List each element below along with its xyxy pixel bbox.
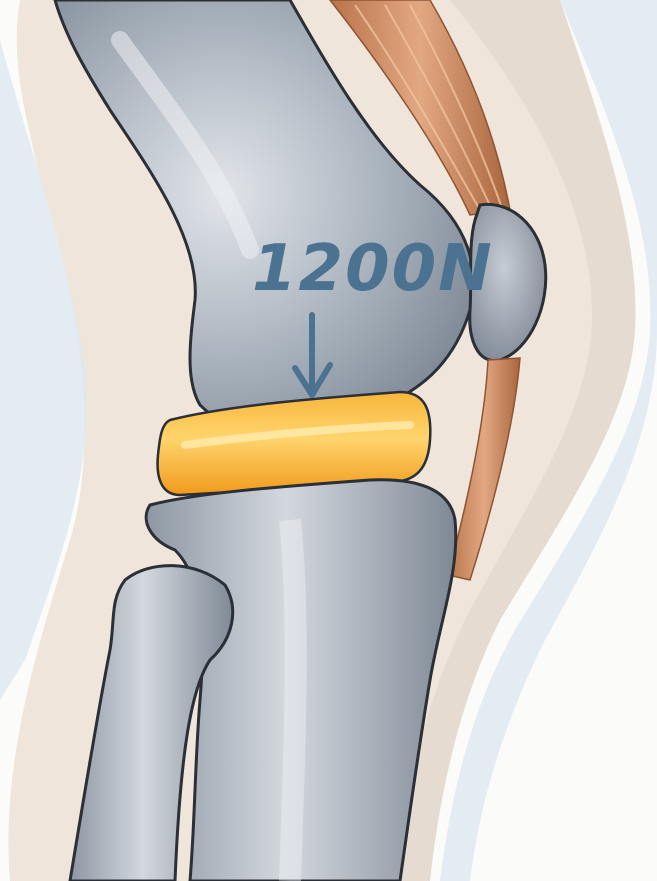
load-label: 1200N <box>252 232 494 306</box>
tibia-highlight <box>290 520 296 881</box>
